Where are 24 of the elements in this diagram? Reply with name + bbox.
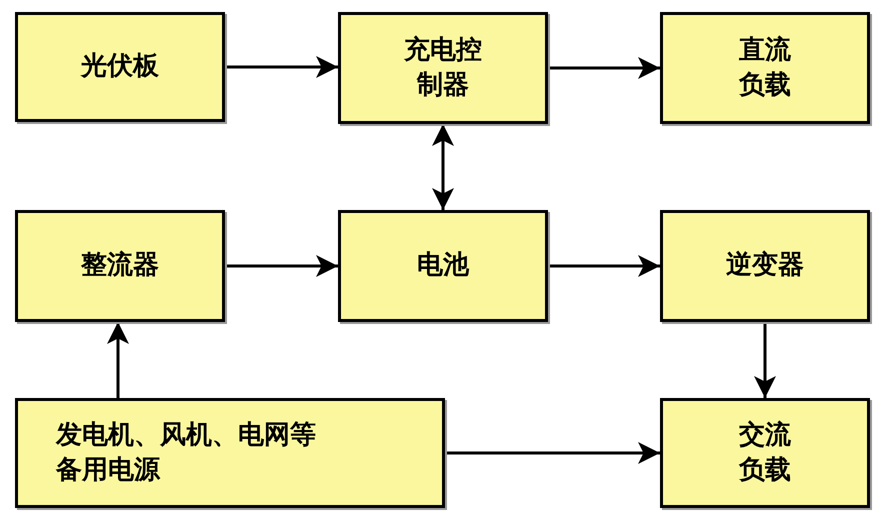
box-label: 光伏板 xyxy=(81,50,159,84)
process-box xyxy=(15,12,225,122)
arrow xyxy=(445,442,660,464)
box-label: 交流负载 xyxy=(738,418,792,487)
process-box xyxy=(660,12,870,124)
arrow xyxy=(107,322,129,398)
arrow xyxy=(754,322,776,398)
box-label: 直流负载 xyxy=(738,34,792,102)
box-label: 逆变器 xyxy=(726,249,804,282)
process-box xyxy=(15,210,225,322)
box-label: 充电控制器 xyxy=(404,34,482,102)
arrow xyxy=(548,57,660,79)
arrow xyxy=(432,124,454,210)
process-box xyxy=(338,12,548,124)
box-label: 整流器 xyxy=(81,249,159,282)
process-box xyxy=(660,398,870,508)
process-box xyxy=(338,210,548,322)
box-label: 电池 xyxy=(417,249,469,282)
process-box xyxy=(15,398,445,508)
arrow xyxy=(225,255,338,277)
box-label: 发电机、风机、电网等备用电源 xyxy=(56,418,317,487)
arrow xyxy=(225,56,338,78)
process-box xyxy=(660,210,870,322)
arrow xyxy=(548,255,660,277)
